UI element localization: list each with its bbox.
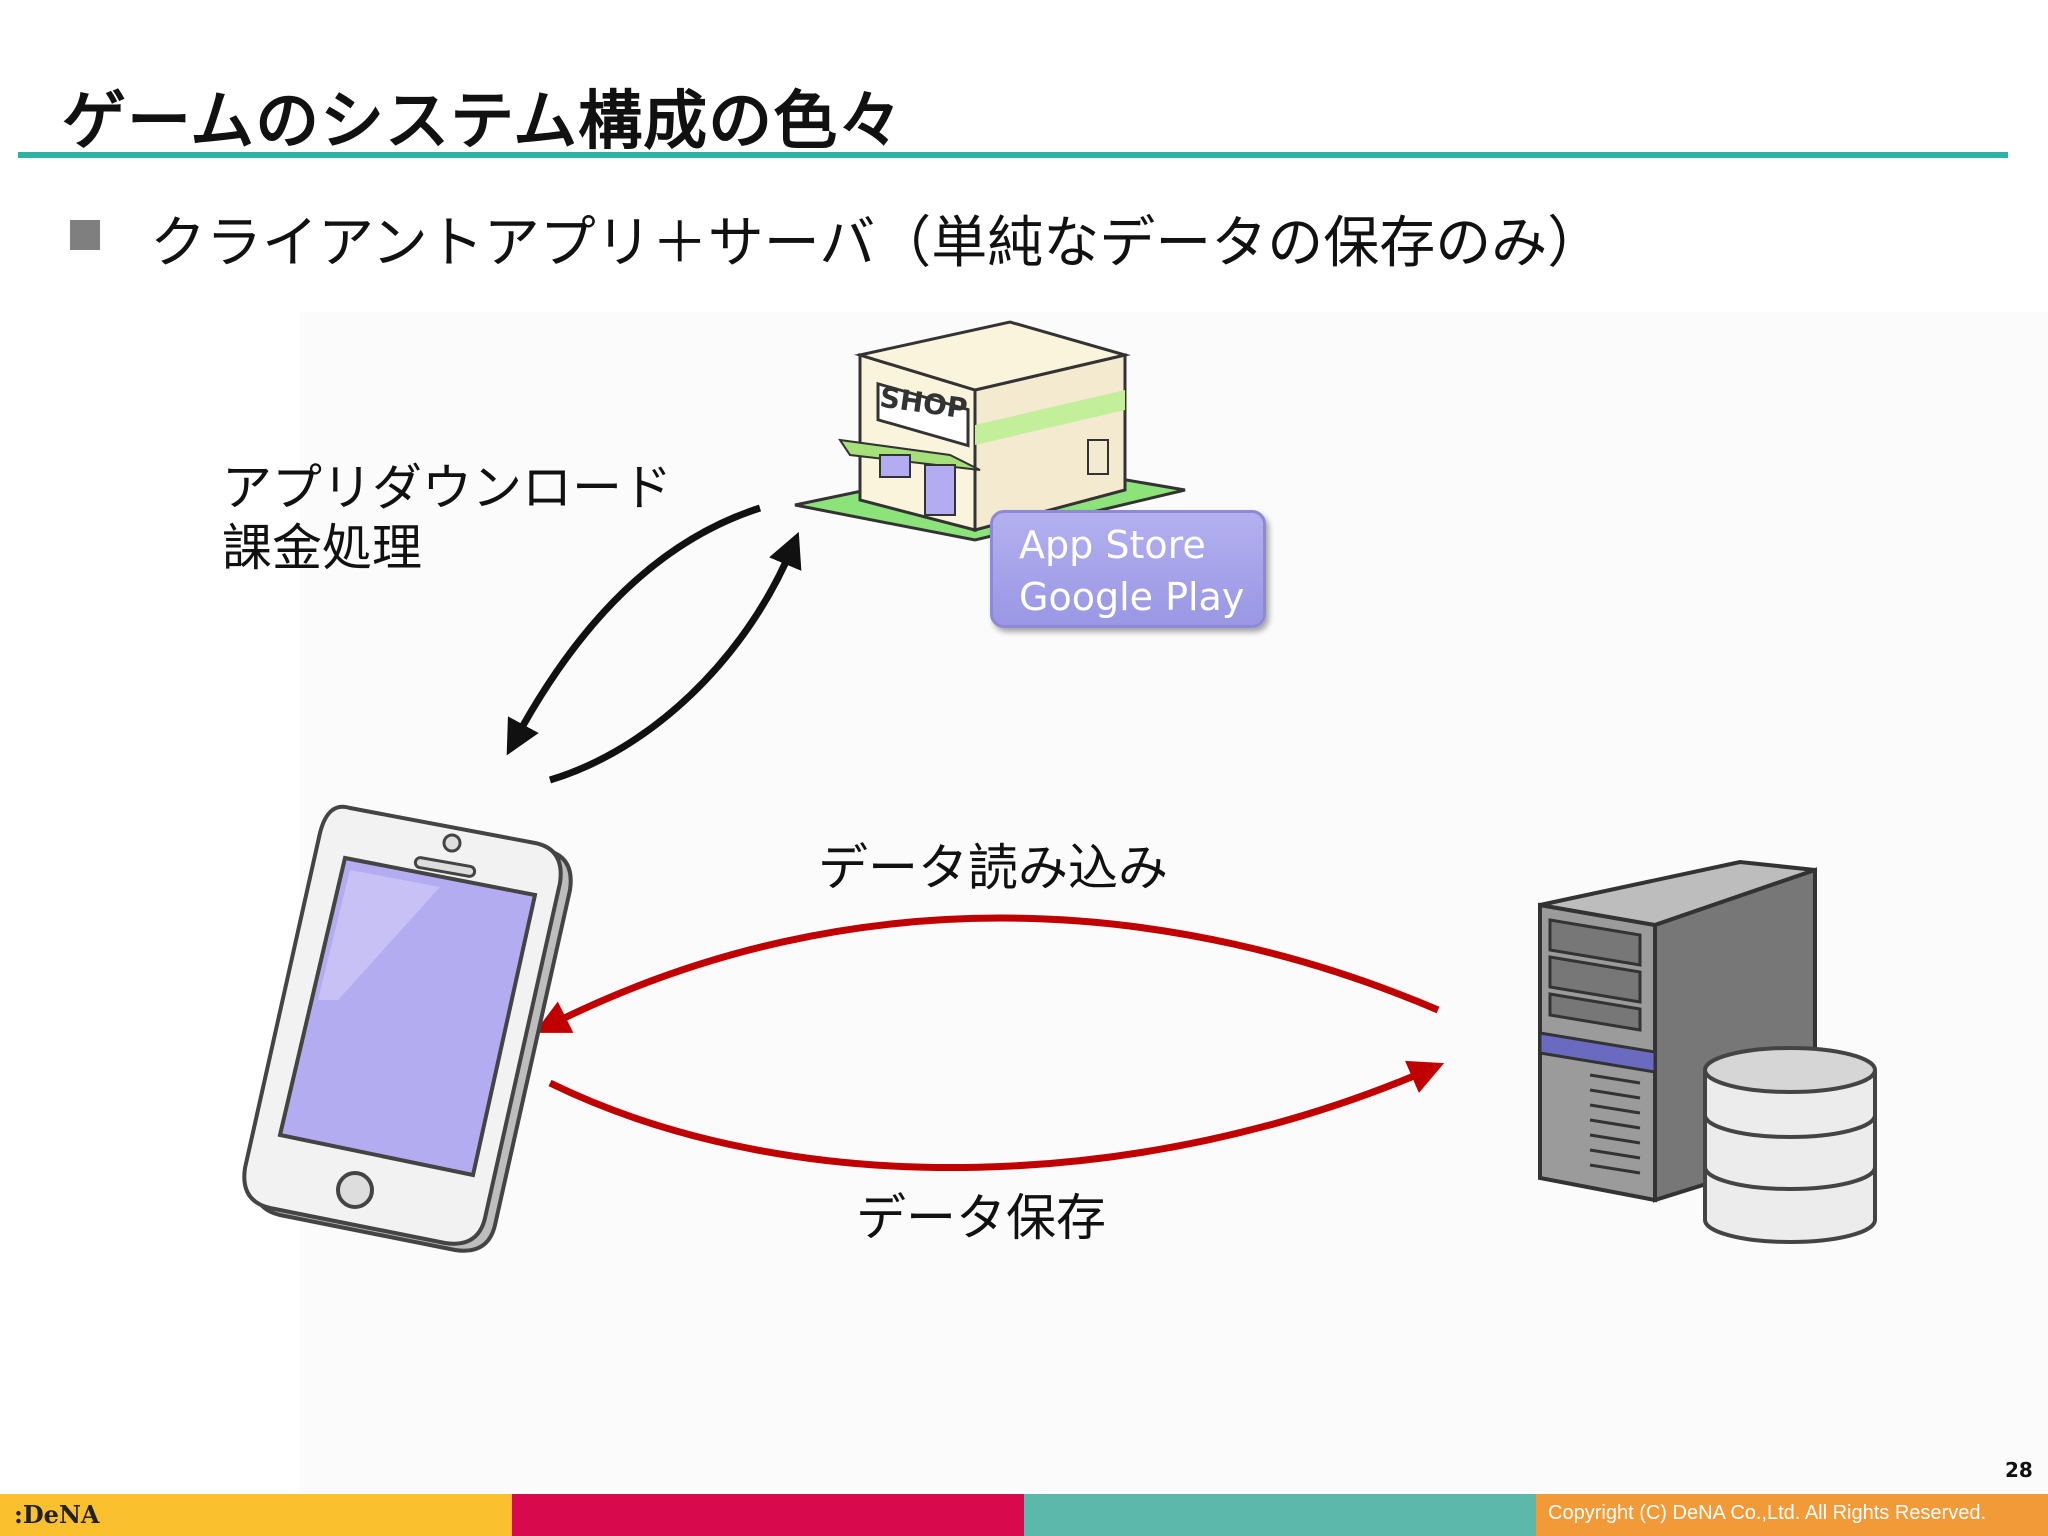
footer-segment-red (512, 1494, 1024, 1536)
read-data-label: データ読み込み (818, 839, 1168, 897)
bullet-text: クライアントアプリ＋サーバ（単純なデータの保存のみ） (150, 211, 1604, 276)
footer-segment-yellow (0, 1494, 512, 1536)
footer-bar (0, 1494, 2048, 1536)
save-data-arrow (548, 1060, 1445, 1171)
footer-segment-orange (1536, 1494, 2048, 1536)
smartphone-icon (242, 804, 573, 1253)
save-data-label: データ保存 (856, 1189, 1106, 1247)
purchase-arrow-to-store (548, 531, 802, 784)
store-name-google: Google Play (1019, 575, 1245, 619)
footer-segment-teal (1024, 1494, 1536, 1536)
copyright-text: Copyright (C) DeNA Co.,Ltd. All Rights R… (1548, 1502, 1986, 1524)
server-icon (1538, 859, 1817, 1203)
store-name-apple: App Store (1019, 523, 1206, 567)
store-names-box: App Store Google Play (990, 510, 1266, 628)
page-number: 28 (2005, 1458, 2033, 1482)
read-data-arrow (534, 914, 1440, 1033)
title-underline (18, 152, 2008, 158)
page-title: ゲームのシステム構成の色々 (62, 85, 904, 159)
database-icon (1703, 1046, 1877, 1244)
store-label-line1: アプリダウンロード (222, 459, 672, 517)
store-label-line2: 課金処理 (222, 519, 422, 577)
shop-building-icon: SHOP (794, 320, 1186, 542)
download-arrow-to-phone (506, 504, 762, 756)
dena-logo: :DeNA (14, 1500, 100, 1529)
bullet-marker (70, 220, 100, 250)
